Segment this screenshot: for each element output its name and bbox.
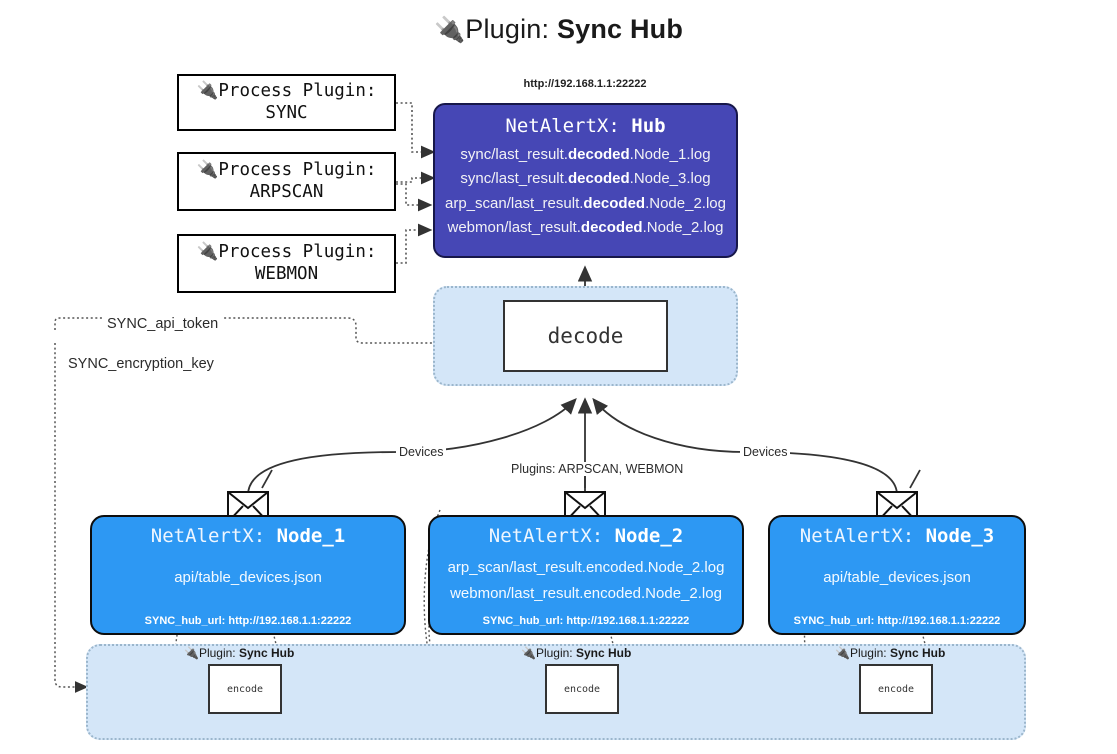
encoder-1-plugin-prefix: Plugin: <box>198 646 239 660</box>
node-2-title: NetAlertX: Node_2 <box>430 525 742 547</box>
hub-title-prefix: NetAlertX: <box>505 115 632 137</box>
hub-log-2-post: .Node_3.log <box>629 170 711 188</box>
edge-label-devices-right: Devices <box>740 445 791 459</box>
node-1-title-name: Node_1 <box>276 525 346 547</box>
encode-box-3[interactable]: encode <box>859 664 933 714</box>
hub-url-label: http://192.168.1.1:22222 <box>523 78 647 90</box>
encode-box-2[interactable]: encode <box>545 664 619 714</box>
node-2-line-1: arp_scan/last_result.encoded.Node_2.log <box>447 559 725 576</box>
node-1-footer: SYNC_hub_url: http://192.168.1.1:22222 <box>144 615 352 627</box>
hub-log-line-1: sync/last_result.decoded.Node_1.log <box>443 143 728 167</box>
hub-log-1-post: .Node_1.log <box>629 146 711 163</box>
node-3-line-1: api/table_devices.json <box>823 569 971 586</box>
edge-label-plugins-center: Plugins: ARPSCAN, WEBMON <box>508 462 687 476</box>
hub-title-name: Hub <box>631 115 666 137</box>
encoder-3-plugin-name: Sync Hub <box>889 646 946 660</box>
encoder-1-plugin-name: Sync Hub <box>238 646 295 660</box>
hub-title: NetAlertX: Hub <box>443 115 728 137</box>
process-plugin-webmon-line1: 🔌Process Plugin: <box>196 241 377 262</box>
encoder-3-plugin-prefix: Plugin: <box>849 646 890 660</box>
process-plugin-sync-line1: 🔌Process Plugin: <box>196 80 377 101</box>
encoder-1-plugin-label: 🔌Plugin: Sync Hub <box>184 646 294 660</box>
node-2-line-2: webmon/last_result.encoded.Node_2.log <box>450 585 722 603</box>
hub-log-2-pre: sync/last_result. <box>460 170 568 188</box>
node-1-line-1: api/table_devices.json <box>174 569 322 586</box>
node-2-footer: SYNC_hub_url: http://192.168.1.1:22222 <box>482 615 690 627</box>
node-3-title-prefix: NetAlertX: <box>799 525 926 547</box>
plug-icon: 🔌 <box>521 646 536 660</box>
hub-log-4-mid: decoded <box>580 218 643 236</box>
process-plugin-arpscan-line2: ARPSCAN <box>249 181 324 202</box>
node-1-title-prefix: NetAlertX: <box>150 525 277 547</box>
hub-log-4-post: .Node_2.log <box>642 218 724 236</box>
plug-icon: 🔌 <box>835 646 850 660</box>
hub-log-1-mid: decoded <box>567 146 630 163</box>
plug-icon: 🔌 <box>184 646 199 660</box>
decode-box[interactable]: decode <box>503 300 668 372</box>
page-title-prefix: Plugin: <box>465 14 557 44</box>
hub-log-line-4: webmon/last_result.decoded.Node_2.log <box>443 216 728 240</box>
process-plugin-arpscan-line1: 🔌Process Plugin: <box>196 159 377 180</box>
node-2-title-prefix: NetAlertX: <box>488 525 615 547</box>
encode-3-label: encode <box>877 683 915 695</box>
node-2-title-name: Node_2 <box>614 525 684 547</box>
hub-log-3-mid: decoded <box>583 194 646 212</box>
process-plugin-webmon[interactable]: 🔌Process Plugin: WEBMON <box>177 234 396 293</box>
encoder-2-plugin-prefix: Plugin: <box>535 646 576 660</box>
hub-log-3-post: .Node_2.log <box>645 194 726 212</box>
sync-encryption-key-label: SYNC_encryption_key <box>64 356 218 372</box>
page-title-name: Sync Hub <box>556 14 684 44</box>
encoder-2-plugin-name: Sync Hub <box>575 646 632 660</box>
decode-label: decode <box>547 324 624 348</box>
hub-log-line-2: sync/last_result.decoded.Node_3.log <box>443 167 728 191</box>
node-3-title-name: Node_3 <box>925 525 995 547</box>
edge-label-devices-left: Devices <box>396 445 447 459</box>
encode-box-1[interactable]: encode <box>208 664 282 714</box>
node-1[interactable]: NetAlertX: Node_1 api/table_devices.json… <box>90 515 406 635</box>
page-title: 🔌Plugin: Sync Hub <box>0 14 1117 45</box>
process-plugin-webmon-line2: WEBMON <box>254 263 319 284</box>
process-plugin-sync-line2: SYNC <box>265 102 308 123</box>
node-1-title: NetAlertX: Node_1 <box>92 525 404 547</box>
sync-api-token-label: SYNC_api_token <box>103 316 223 332</box>
node-3-footer: SYNC_hub_url: http://192.168.1.1:22222 <box>793 615 1001 627</box>
node-3-title: NetAlertX: Node_3 <box>770 525 1024 547</box>
hub-node[interactable]: NetAlertX: Hub sync/last_result.decoded.… <box>433 103 738 258</box>
hub-log-4-pre: webmon/last_result. <box>447 218 581 236</box>
process-plugin-arpscan[interactable]: 🔌Process Plugin: ARPSCAN <box>177 152 396 211</box>
process-plugin-sync[interactable]: 🔌Process Plugin: SYNC <box>177 74 396 131</box>
encode-2-label: encode <box>563 683 601 695</box>
hub-log-line-3: arp_scan/last_result.decoded.Node_2.log <box>443 192 728 216</box>
encode-1-label: encode <box>226 683 264 695</box>
node-3[interactable]: NetAlertX: Node_3 api/table_devices.json… <box>768 515 1026 635</box>
hub-log-2-mid: decoded <box>567 170 630 188</box>
hub-log-1-pre: sync/last_result. <box>460 146 568 163</box>
plug-icon: 🔌 <box>433 16 466 44</box>
encoder-3-plugin-label: 🔌Plugin: Sync Hub <box>835 646 945 660</box>
hub-log-3-pre: arp_scan/last_result. <box>445 194 584 212</box>
encoder-2-plugin-label: 🔌Plugin: Sync Hub <box>521 646 631 660</box>
node-2[interactable]: NetAlertX: Node_2 arp_scan/last_result.e… <box>428 515 744 635</box>
